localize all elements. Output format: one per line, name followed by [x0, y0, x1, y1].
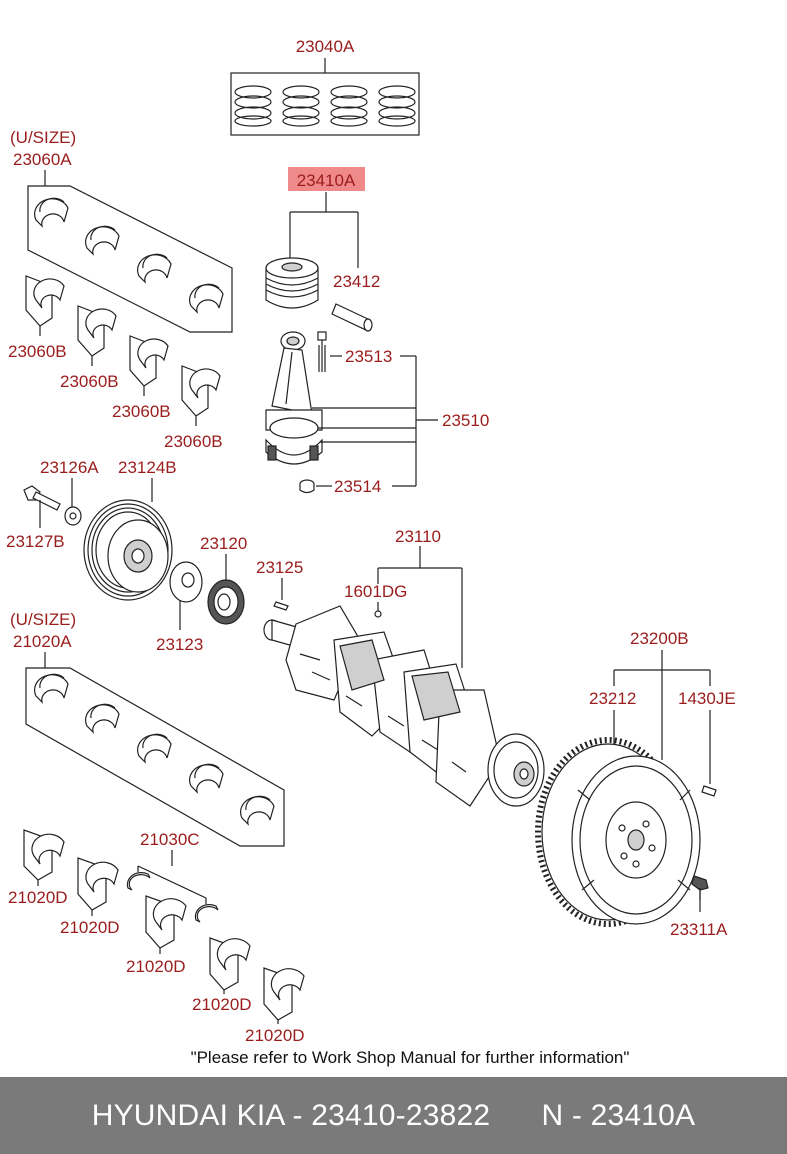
flange-icon	[169, 561, 203, 603]
label-flywheel-assy[interactable]: 23200B	[630, 629, 689, 648]
piston-assy-highlight	[288, 167, 365, 191]
label-upper-size-1: (U/SIZE)	[10, 128, 76, 147]
parts-diagram: 23040A (U/SIZE) 23060A 23060B	[6, 37, 736, 1067]
piston-pin-icon	[331, 303, 373, 332]
label-upper-size-2: (U/SIZE)	[10, 610, 76, 629]
crankshaft-icon	[263, 605, 545, 807]
label-piston-pin[interactable]: 23412	[333, 272, 380, 291]
piston-rings-icon	[234, 85, 416, 127]
label-rod-nut[interactable]: 23514	[334, 477, 381, 496]
thrust-washer-icons	[126, 872, 219, 923]
label-conrod-assy[interactable]: 23510	[442, 411, 489, 430]
rings-set-box	[230, 72, 420, 136]
main-bearing-shell-icons	[33, 673, 275, 826]
label-rod-bearing-set[interactable]: 23060A	[13, 150, 72, 169]
label-damper-pulley[interactable]: 23124B	[118, 458, 177, 477]
rod-nut-icon	[299, 479, 315, 494]
label-sprocket[interactable]: 23120	[200, 534, 247, 553]
washer-icon	[64, 506, 82, 526]
rod-bearing-single-1	[25, 275, 65, 336]
label-pulley-bolt[interactable]: 23127B	[6, 532, 65, 551]
label-thrust-bearing[interactable]: 21030C	[140, 830, 200, 849]
label-crankshaft[interactable]: 23110	[395, 527, 441, 546]
main-bearing-single-3	[145, 895, 187, 954]
main-bearing-single-1	[23, 829, 65, 886]
label-main-bearing-set[interactable]: 21020A	[13, 632, 72, 651]
rod-bearing-single-2	[77, 305, 117, 366]
main-bearing-single-4	[209, 937, 251, 994]
piston-icon	[265, 257, 319, 309]
rod-bearing-set-panel	[27, 185, 233, 333]
label-flange[interactable]: 23123	[156, 635, 203, 654]
connecting-rod-icon	[265, 331, 323, 465]
rod-bolt-icon	[317, 331, 327, 372]
main-bearing-single-2	[77, 857, 119, 916]
label-main-bearing-3[interactable]: 21020D	[126, 957, 186, 976]
workshop-manual-note: "Please refer to Work Shop Manual for fu…	[191, 1048, 630, 1067]
rod-bearing-single-3	[129, 335, 169, 396]
flywheel-icon	[535, 737, 701, 927]
label-washer[interactable]: 23126A	[40, 458, 99, 477]
label-dowel[interactable]: 1430JE	[678, 689, 736, 708]
sprocket-icon	[207, 579, 245, 625]
label-key[interactable]: 23125	[256, 558, 303, 577]
label-rod-bearing-2[interactable]: 23060B	[60, 372, 119, 391]
pulley-bolt-icon	[23, 485, 61, 511]
footer-part-number: HYUNDAI KIA - 23410-23822 N - 23410A	[91, 1098, 696, 1132]
damper-pulley-icon	[83, 499, 173, 601]
key-icon	[273, 601, 289, 611]
label-rings-set[interactable]: 23040A	[296, 37, 355, 56]
pin-icon	[374, 610, 382, 618]
dowel-icon	[701, 785, 717, 797]
label-main-bearing-1[interactable]: 21020D	[8, 888, 68, 907]
label-rod-bearing-4[interactable]: 23060B	[164, 432, 223, 451]
label-rod-bearing-1[interactable]: 23060B	[8, 342, 67, 361]
label-rod-bearing-3[interactable]: 23060B	[112, 402, 171, 421]
main-bearing-single-5	[263, 967, 305, 1024]
label-flywheel-bolt[interactable]: 23311A	[670, 920, 728, 939]
label-main-bearing-5[interactable]: 21020D	[245, 1026, 305, 1045]
label-piston-assy[interactable]: 23410A	[297, 171, 356, 190]
label-main-bearing-4[interactable]: 21020D	[192, 995, 252, 1014]
footer-bar: HYUNDAI KIA - 23410-23822 N - 23410A	[0, 1077, 787, 1154]
rod-bearing-single-4	[181, 365, 221, 426]
label-ring-gear[interactable]: 23212	[589, 689, 636, 708]
label-pin[interactable]: 1601DG	[344, 582, 407, 601]
rod-bearing-shell-icons	[33, 197, 224, 314]
label-rod-bolt[interactable]: 23513	[345, 347, 392, 366]
label-main-bearing-2[interactable]: 21020D	[60, 918, 120, 937]
